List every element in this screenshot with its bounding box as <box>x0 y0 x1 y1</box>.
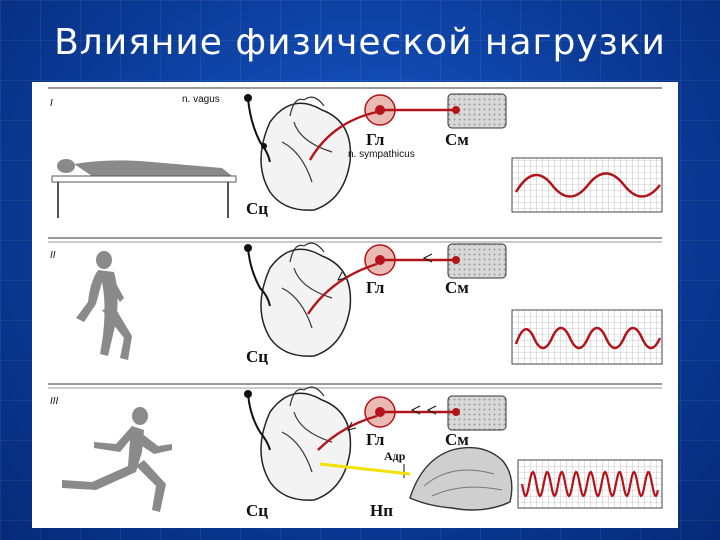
vagus-label: n. vagus <box>182 94 220 105</box>
adr-label: Адр <box>384 449 406 463</box>
resting-person-figure <box>51 159 237 218</box>
adrenal-gland-drawing <box>409 446 513 511</box>
panel-dividers <box>48 87 662 389</box>
ecg-trace-slow <box>514 172 661 198</box>
heart-drawing <box>260 242 352 357</box>
walking-person-figure <box>76 251 132 360</box>
heart-drawing <box>260 96 352 211</box>
adrenaline-path <box>319 462 411 476</box>
panel-numeral: II <box>50 250 56 261</box>
sympathicus-label: n. sympathicus <box>348 149 415 160</box>
ecg-trace-medium <box>514 326 662 350</box>
sc-label: Сц <box>246 501 268 520</box>
panel-running: III Сц Гл См Адр Нп <box>50 386 663 520</box>
np-label: Нп <box>370 501 393 520</box>
gl-label: Гл <box>366 430 385 449</box>
gl-label: Гл <box>366 278 385 297</box>
panel-numeral: III <box>50 396 59 407</box>
ecg-trace-fast <box>520 470 660 498</box>
sc-label: Сц <box>246 347 268 366</box>
heart-drawing <box>260 386 352 501</box>
slide-title: Влияние физической нагрузки <box>54 22 666 63</box>
gl-label: Гл <box>366 130 385 149</box>
sm-label: См <box>445 278 469 297</box>
heart-regulation-figure: I n. vagus Сц Гл См n. sympathicus <box>32 82 678 528</box>
sm-label: См <box>445 430 469 449</box>
sc-label: Сц <box>246 199 268 218</box>
panel-walking: II Сц Гл См <box>50 242 663 366</box>
running-person-figure <box>62 407 172 512</box>
panel-numeral: I <box>50 98 53 109</box>
panel-rest: I n. vagus Сц Гл См n. sympathicus <box>50 93 663 218</box>
sm-label: См <box>445 130 469 149</box>
